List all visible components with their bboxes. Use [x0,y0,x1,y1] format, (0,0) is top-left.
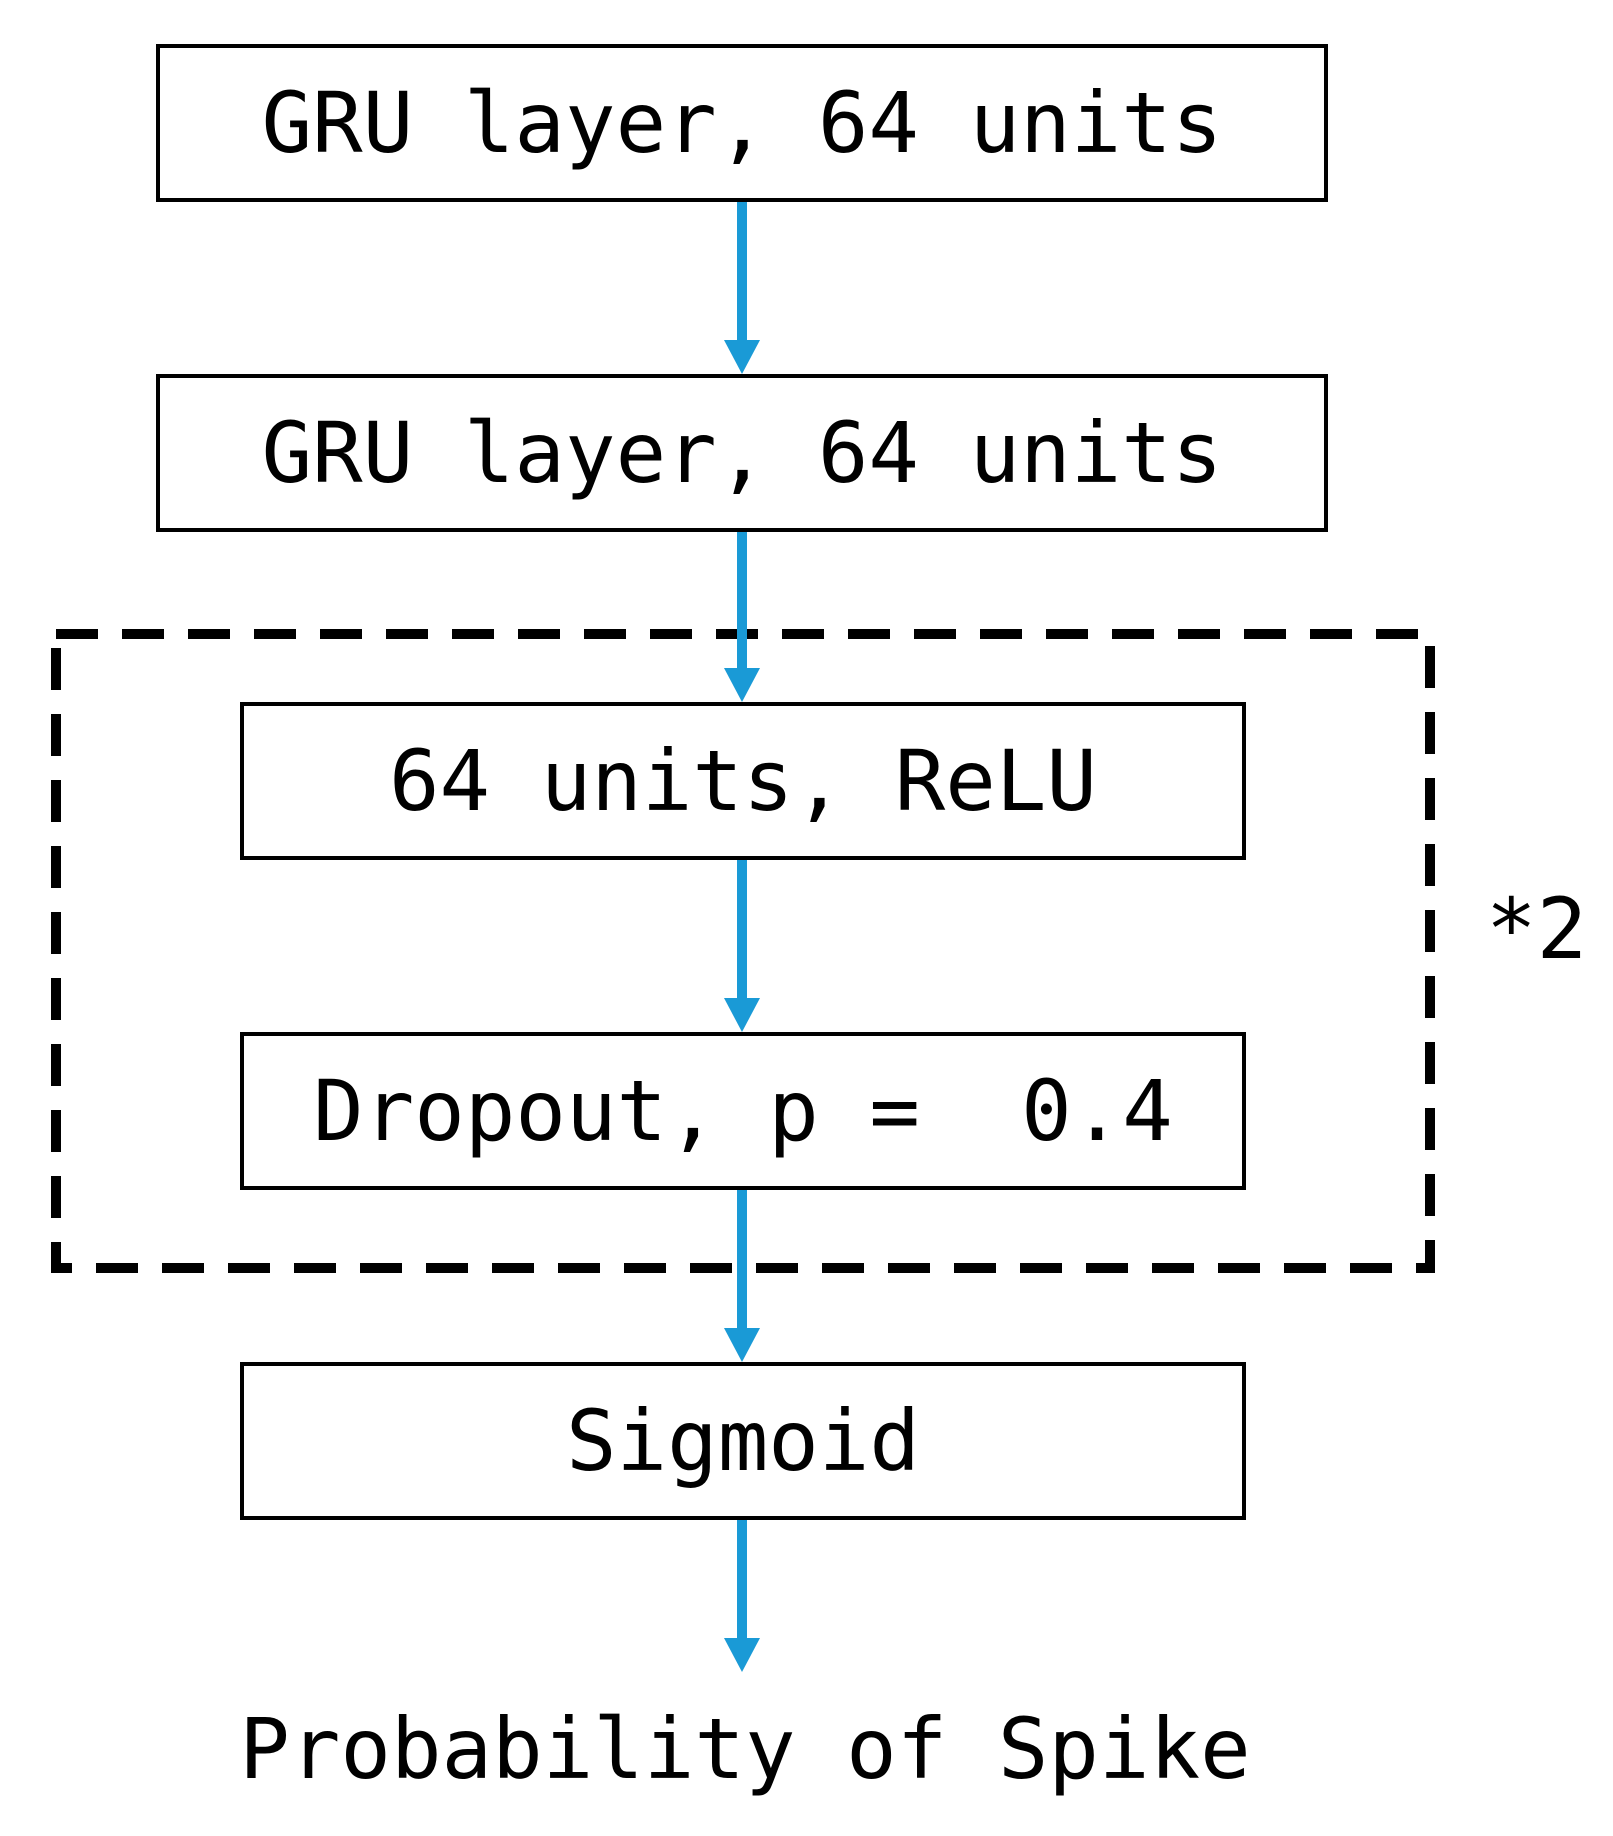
arrow-dropout-to-sigmoid [724,1190,760,1362]
sigmoid-label: Sigmoid [565,1392,920,1490]
gru-layer-2-box: GRU layer, 64 units [156,374,1328,532]
arrow-gru2-to-relu [724,532,760,702]
relu-dense-box: 64 units, ReLU [240,702,1246,860]
dropout-label: Dropout, p = 0.4 [313,1062,1173,1160]
gru-layer-2-label: GRU layer, 64 units [261,404,1223,502]
arrow-gru1-to-gru2 [724,202,760,374]
repeat-count-label: *2 [1486,880,1588,978]
dropout-box: Dropout, p = 0.4 [240,1032,1246,1190]
arrow-relu-to-dropout [724,860,760,1032]
gru-layer-1-box: GRU layer, 64 units [156,44,1328,202]
arrow-sigmoid-to-output [724,1520,760,1672]
relu-dense-label: 64 units, ReLU [388,732,1097,830]
gru-layer-1-label: GRU layer, 64 units [261,74,1223,172]
sigmoid-box: Sigmoid [240,1362,1246,1520]
output-label: Probability of Spike [239,1700,1251,1798]
